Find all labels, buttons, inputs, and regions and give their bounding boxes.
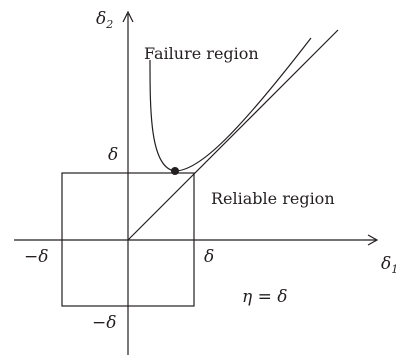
x-axis-label: δ1 [381,254,397,276]
design-point [171,167,179,175]
reliable-square [61,172,195,307]
y-axis-arrowhead [122,10,134,23]
neg-delta-left-label: −δ [24,247,48,267]
y-axis-label: δ2 [96,9,113,31]
neg-delta-bottom-label: −δ [92,313,116,333]
delta-right-label: δ [204,247,214,267]
equation-label: η = δ [242,287,287,307]
reliable-region-label: Reliable region [211,189,335,208]
delta-top-label: δ [108,145,118,165]
failure-region-label: Failure region [144,44,259,63]
diagonal-line [127,29,339,241]
x-axis-arrowhead [367,234,379,246]
